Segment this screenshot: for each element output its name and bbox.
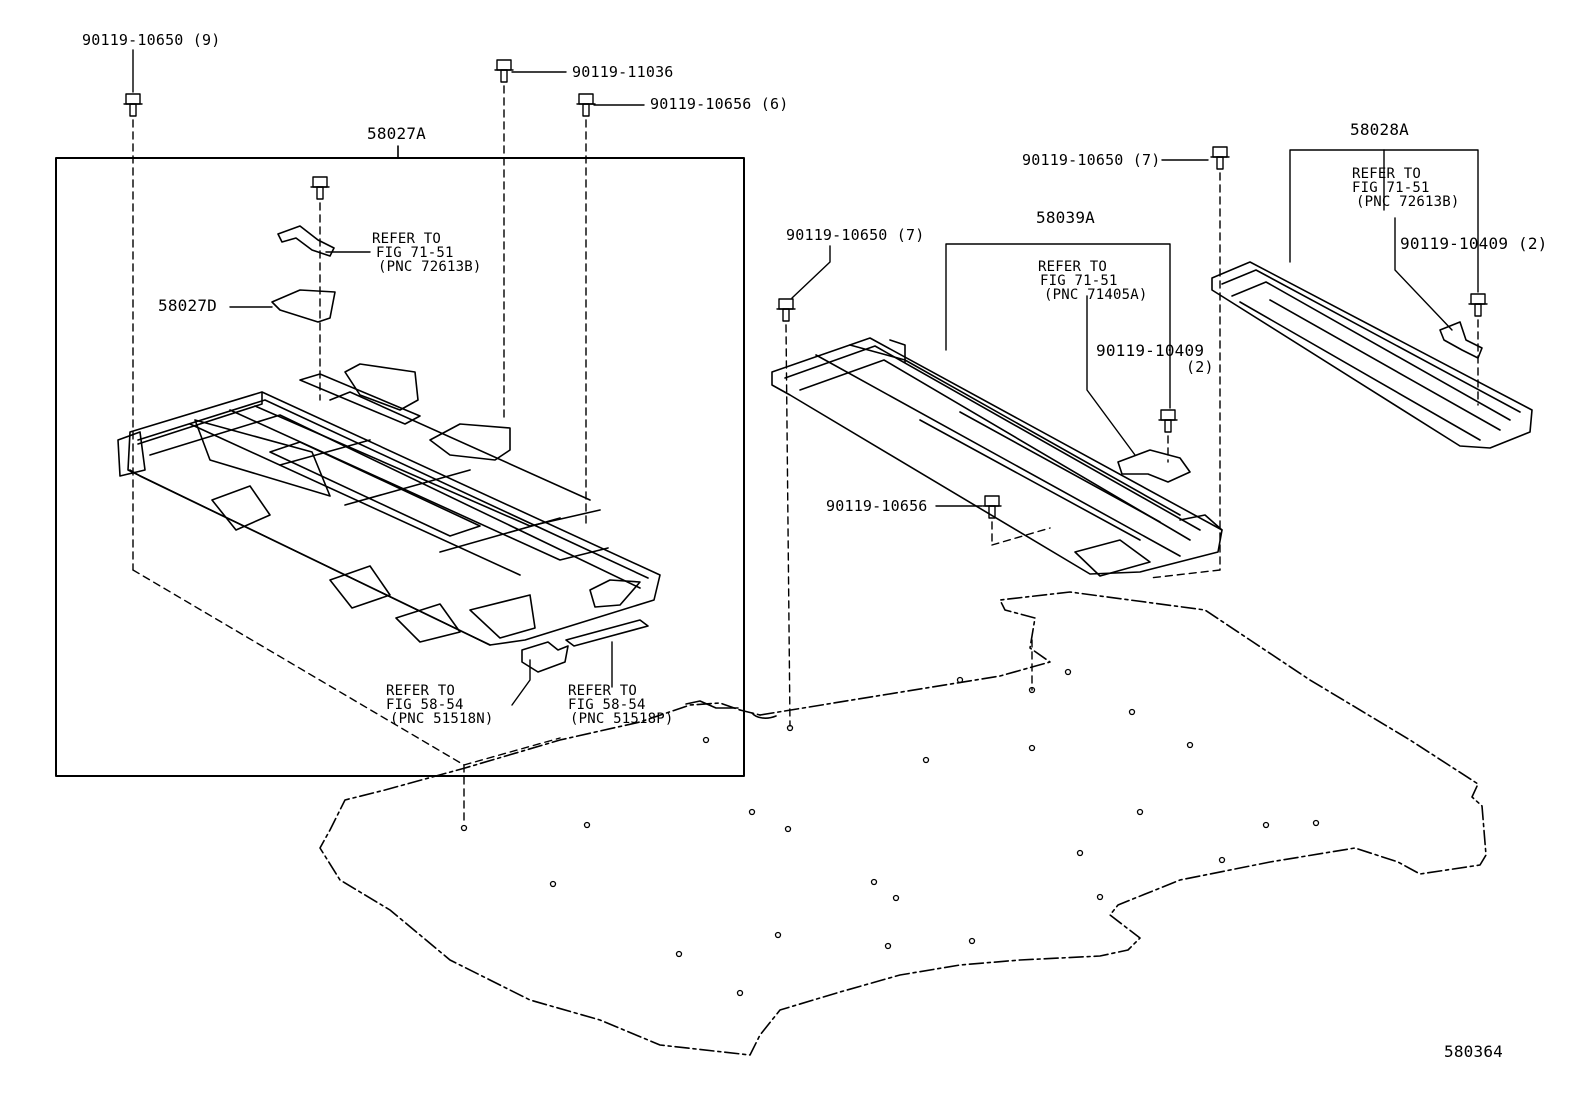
group-label-58027d: 58027D — [158, 296, 217, 315]
part-number-label: 90119-10650 (7) — [786, 226, 925, 244]
reference-note-line: REFER TO — [386, 683, 456, 699]
bracket-right — [1439, 321, 1483, 359]
reference-note-line: (PNC 72613B) — [1356, 194, 1460, 210]
pad-part-51518p — [565, 619, 649, 647]
part-number-qty: (2) — [1186, 358, 1214, 376]
reference-note-line: FIG 58-54 — [568, 697, 646, 713]
part-number-label: 90119-10656 — [826, 497, 928, 515]
part-number-label: 90119-11036 — [572, 63, 674, 81]
part-number-label: 90119-10650 (9) — [82, 31, 221, 49]
reference-note-line: (PNC 72613B) — [378, 259, 482, 275]
seat-frame-assembly-left — [117, 363, 661, 646]
part-number-label: 90119-10656 (6) — [650, 95, 789, 113]
reference-note-line: (PNC 71405A) — [1044, 287, 1148, 303]
reference-note-line: FIG 71-51 — [1040, 273, 1118, 289]
group-label-58028a: 58028A — [1350, 120, 1409, 139]
part-number-label: 90119-10409 — [1096, 341, 1205, 360]
part-number-label: 90119-10409 (2) — [1400, 234, 1548, 253]
floor-seam-left — [685, 700, 739, 709]
figure-number: 580364 — [1444, 1042, 1503, 1061]
group-label-58027a: 58027A — [367, 124, 426, 143]
reference-note-line: (PNC 51518N) — [390, 711, 494, 727]
reference-note-line: (PNC 51518P) — [570, 711, 674, 727]
floor-seam — [751, 712, 777, 719]
floor-studs — [460, 668, 1320, 997]
group-frame — [55, 157, 745, 777]
reference-note-line: REFER TO — [372, 231, 442, 247]
reference-note-line: FIG 71-51 — [376, 245, 454, 261]
reference-note-line: FIG 71-51 — [1352, 180, 1430, 196]
clip-part-51518n — [521, 641, 569, 673]
leader-lines — [132, 49, 1479, 706]
floor-panel-outline — [319, 591, 1487, 1056]
bolts — [123, 59, 1488, 519]
reference-note-line: REFER TO — [1038, 259, 1108, 275]
reference-note-line: FIG 58-54 — [386, 697, 464, 713]
part-number-label: 90119-10650 (7) — [1022, 151, 1161, 169]
reference-note-line: REFER TO — [1352, 166, 1422, 182]
reference-note-line: REFER TO — [568, 683, 638, 699]
seat-rail-assembly-right — [1211, 261, 1533, 449]
seat-rail-assembly-middle — [771, 337, 1223, 577]
alignment-dashes — [132, 85, 1479, 826]
bracket-small — [277, 225, 335, 257]
bracket-58027d — [271, 289, 336, 323]
group-label-58039a: 58039A — [1036, 208, 1095, 227]
bracket-middle — [1117, 449, 1191, 483]
